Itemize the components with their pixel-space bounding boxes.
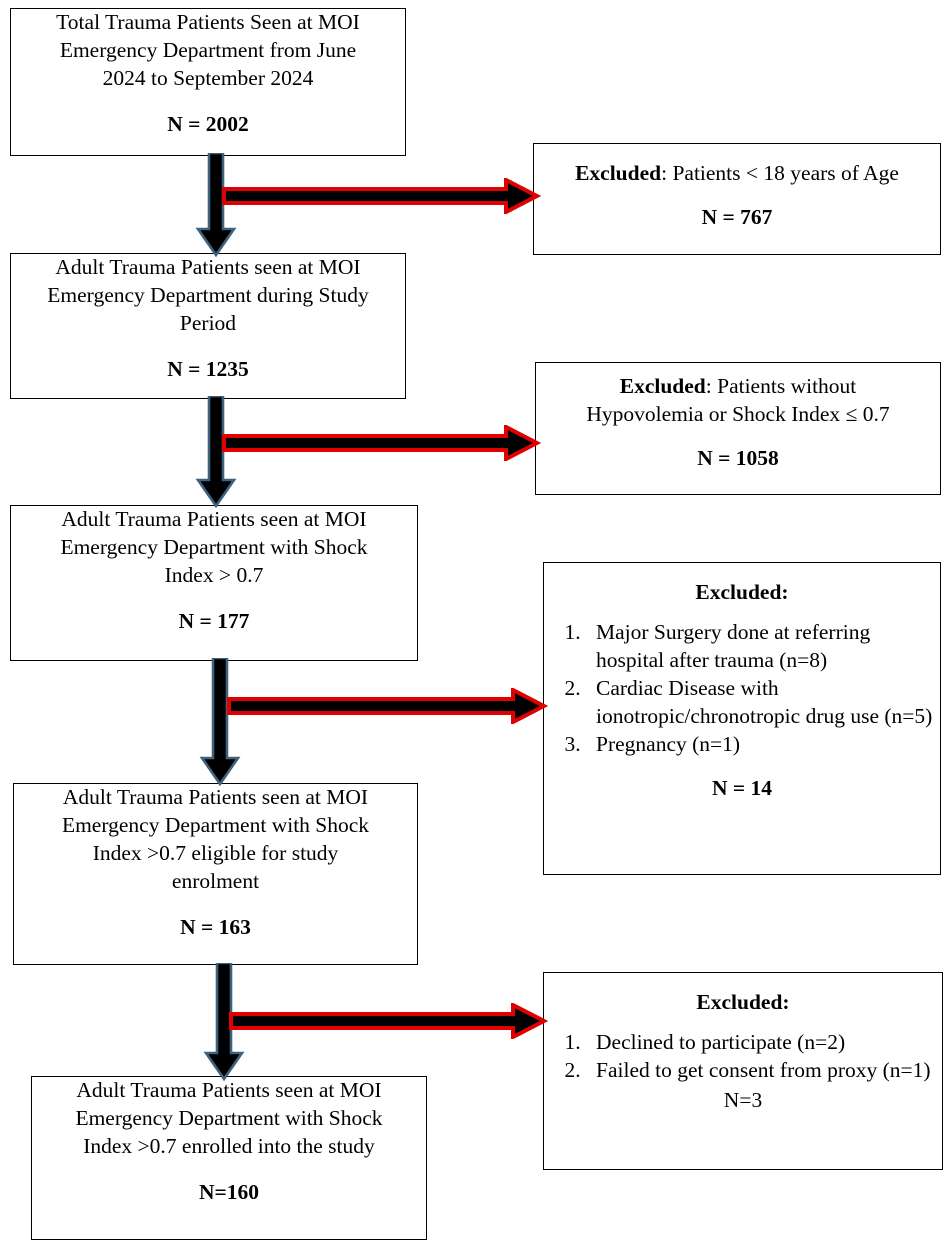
exclusion-4-n-value: N=3: [723, 1087, 763, 1112]
exclusion-1-reason: : Patients < 18 years of Age: [661, 161, 899, 185]
node-box-adult-trauma-study-period: Adult Trauma Patients seen at MOI Emerge…: [10, 253, 406, 399]
exclusion-arrow-right-3: [226, 688, 548, 724]
box5-line2: Emergency Department with Shock: [75, 1105, 383, 1130]
exclusion-3-item-1: Major Surgery done at referring hospital…: [586, 619, 940, 675]
exclusion-box-clinical-criteria: Excluded: Major Surgery done at referrin…: [543, 562, 941, 875]
exclusion-3-heading: Excluded:: [544, 563, 940, 607]
flow-arrow-down-1: [192, 153, 240, 257]
exclusion-1-label: Excluded: [575, 161, 662, 185]
exclusion-1-n-value: N = 767: [701, 205, 773, 230]
exclusion-2-label: Excluded: [619, 374, 706, 398]
exclusion-4-item-2: Failed to get consent from proxy (n=1): [586, 1057, 942, 1085]
exclusion-box-no-hypovolemia: Excluded: Patients without Hypovolemia o…: [535, 362, 941, 495]
box1-line3: 2024 to September 2024: [102, 65, 314, 90]
box1-line2: Emergency Department from June: [59, 37, 357, 62]
arrow-down-icon: [195, 396, 237, 508]
node-box-total-trauma-patients: Total Trauma Patients Seen at MOI Emerge…: [10, 8, 406, 156]
arrow-down-icon: [195, 153, 237, 257]
exclusion-arrow-right-2: [221, 425, 541, 461]
box4-line3: Index >0.7 eligible for study: [92, 840, 339, 865]
box5-line1: Adult Trauma Patients seen at MOI: [76, 1078, 382, 1102]
exclusion-2-reason-line1: : Patients without: [705, 374, 857, 398]
box4-line4: enrolment: [171, 868, 260, 893]
arrow-down-icon: [199, 658, 241, 786]
box5-n-value: N=160: [198, 1180, 260, 1205]
arrow-right-icon: [227, 688, 548, 724]
exclusion-3-label: Excluded: [695, 580, 782, 604]
arrow-right-icon: [229, 1003, 548, 1039]
exclusion-4-label: Excluded: [696, 990, 783, 1014]
exclusion-4-colon: :: [782, 990, 790, 1014]
exclusion-2-heading: Excluded: Patients without: [536, 363, 940, 401]
exclusion-box-consent: Excluded: Declined to participate (n=2) …: [543, 972, 943, 1170]
box5-line3: Index >0.7 enrolled into the study: [83, 1133, 375, 1158]
exclusion-3-item-3: Pregnancy (n=1): [586, 731, 940, 759]
exclusion-3-colon: :: [781, 580, 789, 604]
box2-line3: Period: [179, 310, 237, 335]
exclusion-arrow-right-1: [221, 178, 541, 214]
box3-line1: Adult Trauma Patients seen at MOI: [61, 507, 367, 531]
node-box-enrolled-into-study: Adult Trauma Patients seen at MOI Emerge…: [31, 1076, 427, 1240]
exclusion-3-n-value: N = 14: [711, 775, 773, 800]
exclusion-3-list: Major Surgery done at referring hospital…: [544, 619, 940, 759]
exclusion-2-n-value: N = 1058: [697, 446, 779, 470]
exclusion-1-heading: Excluded: Patients < 18 years of Age: [534, 144, 940, 188]
box3-n-value: N = 177: [178, 609, 250, 634]
box3-line3: Index > 0.7: [164, 562, 264, 587]
box2-line2: Emergency Department during Study: [47, 282, 369, 307]
exclusion-4-heading: Excluded:: [544, 973, 942, 1017]
arrow-right-icon: [222, 425, 541, 461]
exclusion-arrow-right-4: [228, 1003, 548, 1039]
flow-arrow-down-3: [196, 658, 244, 786]
node-box-shock-index-gt-07: Adult Trauma Patients seen at MOI Emerge…: [10, 505, 418, 661]
box3-line2: Emergency Department with Shock: [60, 534, 368, 559]
exclusion-4-list: Declined to participate (n=2) Failed to …: [544, 1029, 942, 1085]
flow-arrow-down-2: [192, 396, 240, 508]
exclusion-4-item-1: Declined to participate (n=2): [586, 1029, 942, 1057]
box2-n-value: N = 1235: [167, 357, 249, 382]
box4-line1: Adult Trauma Patients seen at MOI: [62, 785, 369, 809]
arrow-right-icon: [222, 178, 541, 214]
box2-line1: Adult Trauma Patients seen at MOI: [55, 255, 361, 279]
box4-n-value: N = 163: [180, 915, 251, 940]
exclusion-3-item-2: Cardiac Disease with ionotropic/chronotr…: [586, 675, 940, 731]
box1-line1: Total Trauma Patients Seen at MOI: [56, 10, 360, 34]
arrow-down-icon: [203, 963, 245, 1081]
box4-line2: Emergency Department with Shock: [61, 812, 370, 837]
box1-n-value: N = 2002: [167, 112, 249, 137]
flow-arrow-down-4: [200, 963, 248, 1081]
exclusion-box-under-18: Excluded: Patients < 18 years of Age N =…: [533, 143, 941, 255]
node-box-eligible-for-enrolment: Adult Trauma Patients seen at MOI Emerge…: [13, 783, 418, 965]
exclusion-2-reason-line2: Hypovolemia or Shock Index ≤ 0.7: [586, 401, 890, 426]
